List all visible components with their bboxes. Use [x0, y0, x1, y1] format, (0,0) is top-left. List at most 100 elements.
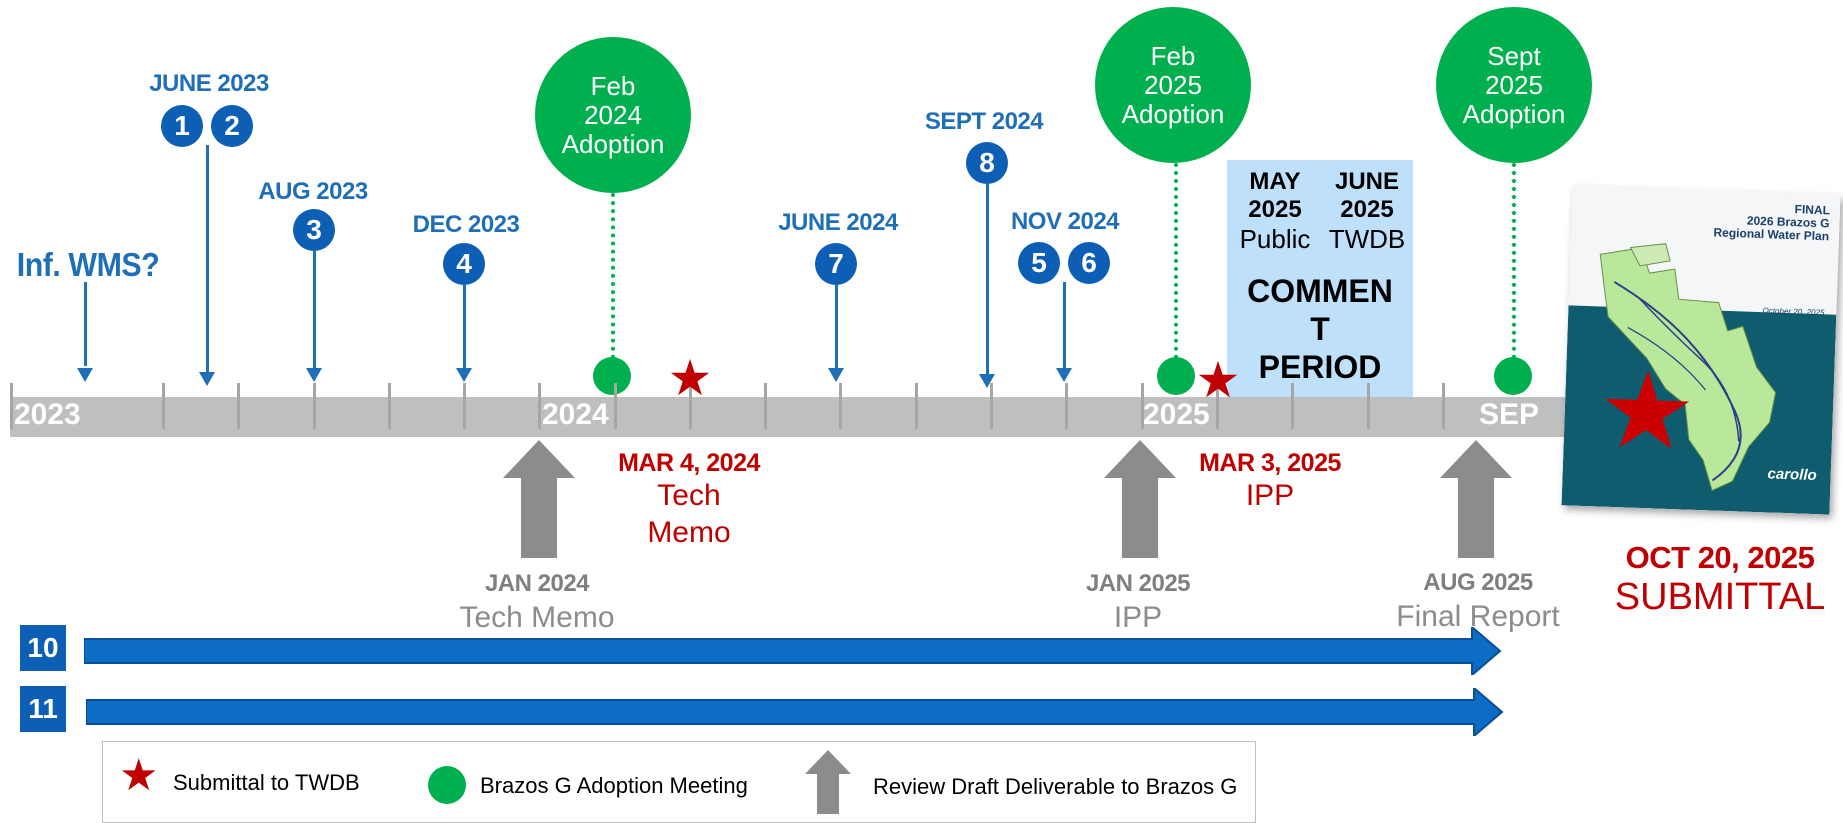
adoption-line3: Adoption: [561, 128, 665, 159]
legend-circle-icon: [428, 766, 466, 804]
arrow-dec-2023: [463, 284, 466, 376]
report-cover-image: FINAL 2026 Brazos G Regional Water Plan …: [1561, 185, 1841, 515]
arrow-inf-wms: [84, 282, 87, 366]
adoption-line1: Feb: [590, 70, 636, 101]
label-june-2024: JUNE 2024: [778, 209, 898, 236]
adoption-line2: 2024: [584, 99, 642, 130]
report-title: FINAL 2026 Brazos G Regional Water Plan: [1713, 200, 1830, 243]
timeline-tick: [10, 383, 13, 429]
adoption-dot-feb-2025: [1157, 357, 1195, 395]
comment-period-title: COMMEN T PERIOD: [1227, 272, 1413, 386]
adoption-circle-feb-2024: Feb 2024 Adoption: [535, 37, 691, 193]
task-arrow-11: [86, 688, 1504, 736]
arrowhead-june-2024: [828, 368, 844, 382]
draft-date-jan-2024: JAN 2024: [484, 570, 590, 597]
submittal-line1: IPP: [1245, 479, 1295, 512]
task-number-10: 10: [20, 625, 66, 671]
arrowhead-dec-2023: [456, 368, 472, 382]
arrow-aug-2023: [313, 250, 316, 375]
adoption-circle-sept-2025: Sept 2025 Adoption: [1436, 7, 1592, 163]
report-brand-logo: carollo: [1767, 465, 1817, 485]
legend-up-arrow-icon: [805, 750, 851, 814]
arrowhead-inf-wms: [77, 368, 93, 382]
legend-star-icon: ★: [119, 751, 159, 800]
legend-star-label: Submittal to TWDB: [173, 770, 360, 795]
arrow-nov-2024: [1063, 282, 1066, 376]
draft-label-aug-2025: Final Report: [1396, 600, 1560, 633]
adoption-dot-sept-2025: [1494, 357, 1532, 395]
year-2024: 2024: [542, 398, 609, 431]
dotted-line-feb-2025: [1174, 163, 1178, 359]
label-aug-2023: AUG 2023: [258, 178, 368, 205]
adoption-circle-feb-2025: Feb 2025 Adoption: [1095, 7, 1251, 163]
comment-june: JUNE 2025 TWDB: [1323, 168, 1411, 254]
timeline-tick: [162, 383, 165, 429]
star-icon-mar-2025: ★: [1195, 352, 1241, 408]
task-arrow-10: [84, 627, 1502, 675]
submittal-date-mar-2024: MAR 4, 2024: [618, 449, 760, 477]
submittal-date-mar-2025: MAR 3, 2025: [1199, 449, 1341, 477]
adoption-line1: Feb: [1150, 40, 1196, 71]
timeline-tick: [764, 383, 767, 429]
draft-date-aug-2025: AUG 2025: [1423, 569, 1533, 596]
draft-label-jan-2024: Tech Memo: [459, 601, 615, 634]
timeline-tick: [1065, 383, 1068, 429]
draft-date-jan-2025: JAN 2025: [1085, 570, 1191, 597]
comment-june-month: JUNE: [1334, 168, 1400, 195]
legend-circle-label: Brazos G Adoption Meeting: [480, 773, 748, 798]
label-dec-2023: DEC 2023: [412, 211, 520, 238]
marker-2: 2: [211, 105, 253, 147]
final-submittal-date: OCT 20, 2025: [1625, 540, 1815, 575]
legend-arrow-label: Review Draft Deliverable to Brazos G: [873, 774, 1238, 799]
dotted-line-feb-2024: [611, 193, 615, 359]
comment-may-role: Public: [1239, 224, 1311, 254]
timeline-tick: [915, 383, 918, 429]
submittal-label-mar-2024: Tech Memo: [647, 477, 730, 551]
timeline-tick: [463, 383, 466, 429]
marker-1: 1: [161, 105, 203, 147]
report-cover-art: [1561, 185, 1841, 515]
comment-may: MAY 2025 Public: [1235, 168, 1315, 254]
adoption-line2: 2025: [1485, 69, 1543, 100]
up-arrow-icon-jan-2025: [1104, 440, 1176, 558]
marker-7: 7: [815, 243, 857, 285]
timeline-sep: SEP: [1479, 398, 1540, 431]
timeline-tick: [1367, 383, 1370, 429]
label-inf-wms: Inf. WMS?: [16, 246, 160, 283]
year-2025: 2025: [1143, 398, 1210, 431]
timeline-tick: [538, 383, 541, 429]
comment-period-box: MAY 2025 Public JUNE 2025 TWDB COMMEN T …: [1227, 160, 1413, 397]
timeline-tick: [237, 383, 240, 429]
timeline-tick: [1216, 383, 1219, 429]
task-number-11: 11: [20, 686, 66, 732]
legend: ★ Submittal to TWDB Brazos G Adoption Me…: [102, 741, 1256, 823]
label-sept-2024: SEPT 2024: [924, 108, 1044, 135]
adoption-line1: Sept: [1487, 40, 1541, 71]
comment-line1: COMMEN: [1247, 273, 1393, 309]
adoption-line3: Adoption: [1121, 98, 1225, 129]
timeline-tick: [1442, 383, 1445, 429]
timeline-tick: [689, 383, 692, 429]
up-arrow-icon-jan-2024: [503, 440, 575, 558]
arrow-june-2024: [835, 284, 838, 376]
arrowhead-nov-2024: [1056, 368, 1072, 382]
timeline-tick: [839, 383, 842, 429]
marker-4: 4: [443, 243, 485, 285]
timeline-tick: [388, 383, 391, 429]
comment-may-year: 2025: [1248, 196, 1302, 223]
timeline-tick: [1291, 383, 1294, 429]
marker-8: 8: [966, 142, 1008, 184]
adoption-line2: 2025: [1144, 69, 1202, 100]
label-nov-2024: NOV 2024: [1010, 208, 1120, 235]
draft-label-jan-2025: IPP: [1113, 601, 1163, 634]
arrow-june-2023: [206, 145, 209, 380]
timeline-bar: [10, 397, 1570, 437]
dotted-line-sept-2025: [1512, 163, 1516, 359]
arrowhead-june-2023: [199, 372, 215, 386]
year-2023: 2023: [14, 398, 81, 431]
marker-6: 6: [1068, 242, 1110, 284]
submittal-label-mar-2025: IPP: [1246, 477, 1294, 514]
comment-june-year: 2025: [1340, 196, 1394, 223]
arrowhead-aug-2023: [306, 368, 322, 382]
timeline-tick: [313, 383, 316, 429]
